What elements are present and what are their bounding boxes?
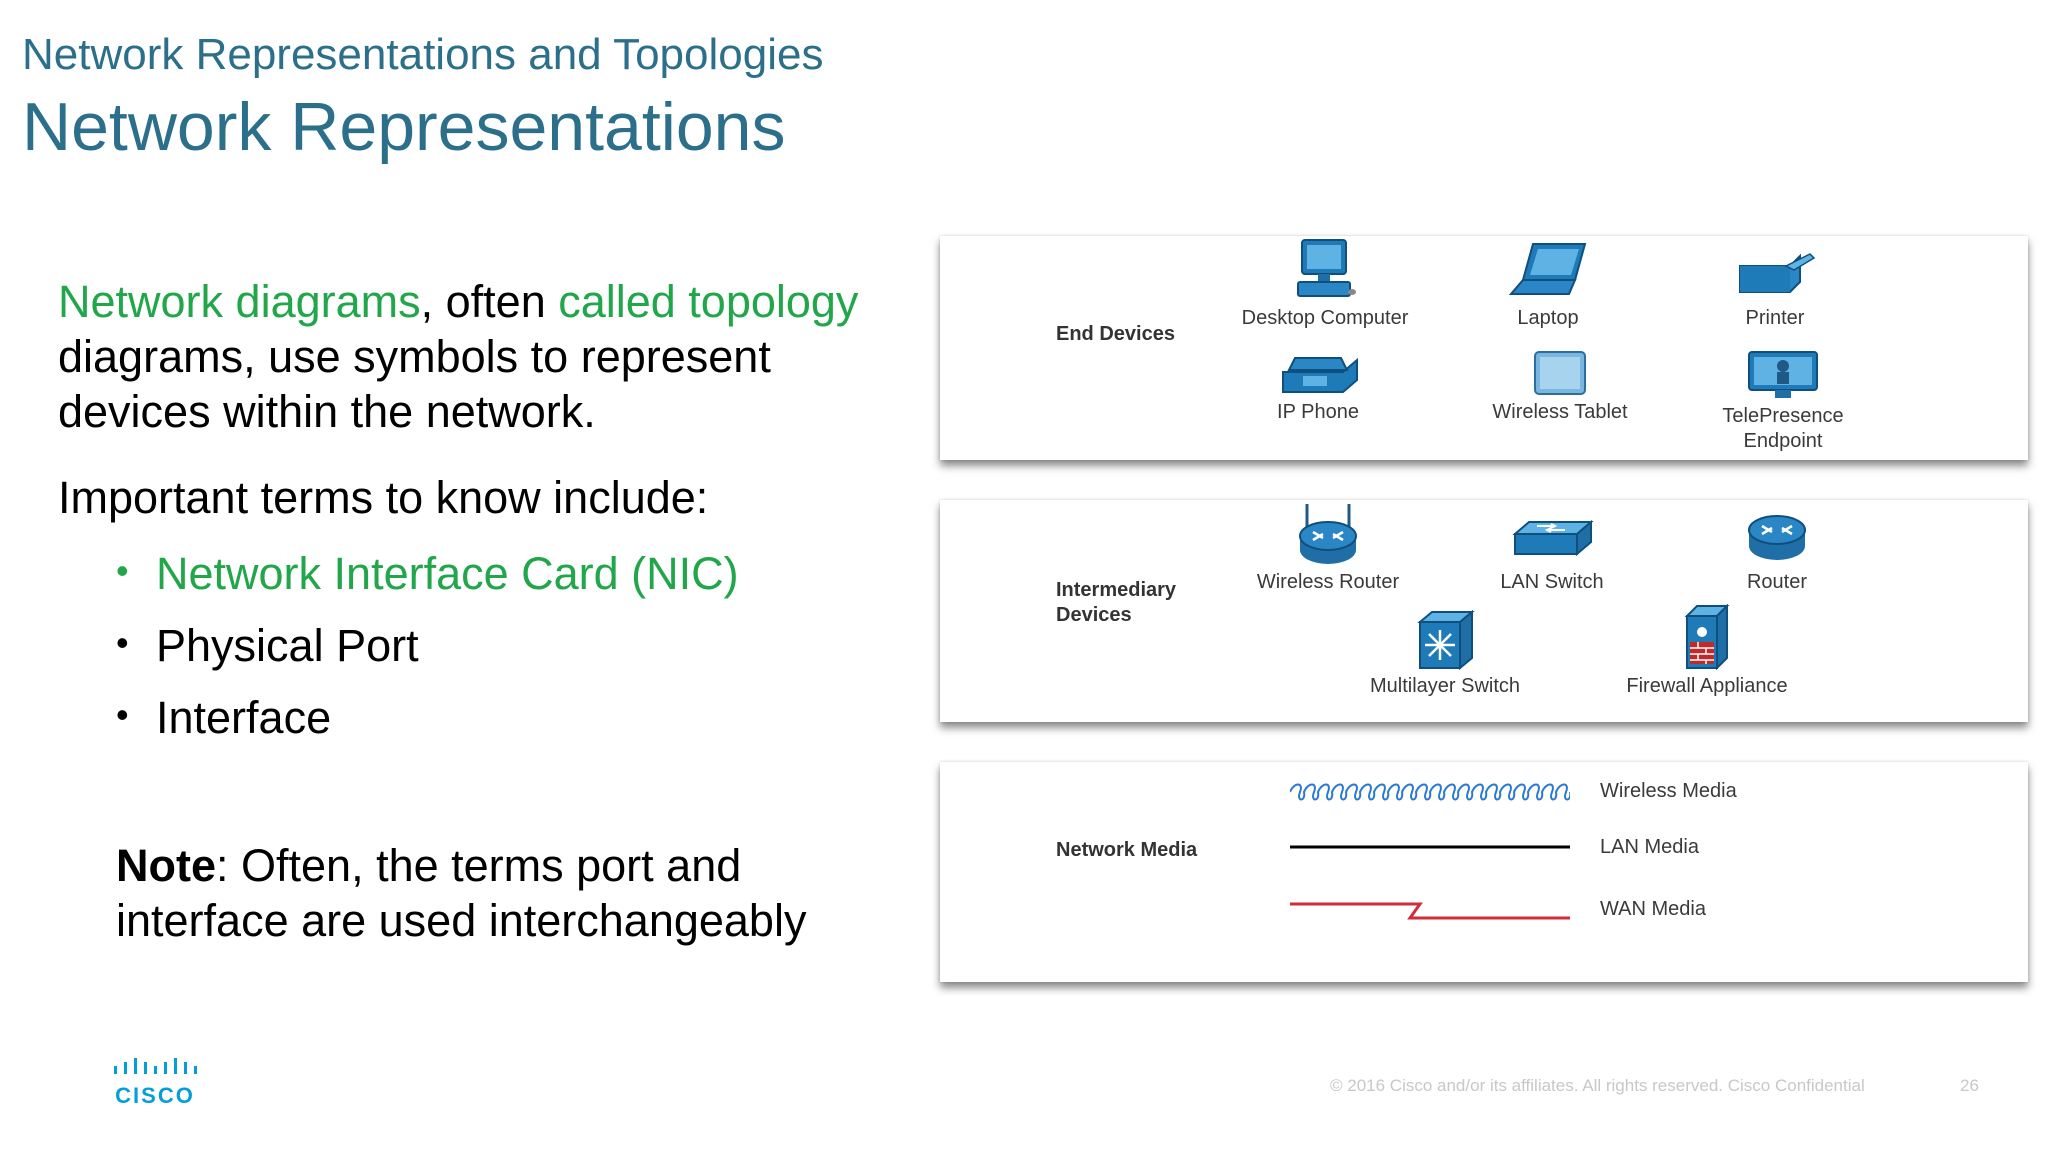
device-label: Laptop: [1517, 307, 1579, 329]
device-ip-phone: IP Phone: [1218, 350, 1418, 425]
term-label: Interface: [156, 692, 332, 743]
device-lan-switch: LAN Switch: [1452, 500, 1652, 595]
device-label: Wireless Router: [1256, 571, 1400, 593]
note-label: Note: [116, 840, 216, 891]
device-printer: Printer: [1675, 236, 1875, 331]
device-wireless-router: Wireless Router: [1228, 500, 1428, 595]
panel-label-network-media: Network Media: [1056, 839, 1198, 861]
term-label: Physical Port: [156, 620, 419, 671]
desktop-computer-icon: [1297, 239, 1356, 297]
device-firewall-appliance: Firewall Appliance: [1607, 604, 1807, 699]
device-label: Wireless Tablet: [1492, 401, 1628, 423]
panel-label-intermediary-devices: Intermediary Devices: [1056, 579, 1177, 626]
firewall-appliance-icon: [1684, 604, 1730, 671]
device-label: IP Phone: [1277, 401, 1359, 423]
device-telepresence-endpoint: TelePresence Endpoint: [1683, 350, 1883, 454]
slide-supertitle: Network Representations and Topologies: [22, 30, 824, 79]
laptop-icon: [1508, 243, 1587, 295]
device-label: LAN Switch: [1500, 571, 1604, 593]
device-label: Router: [1746, 571, 1808, 593]
page-number: 26: [1960, 1076, 1979, 1095]
intro-paragraph: Network diagrams, often called topology …: [58, 274, 918, 439]
note-paragraph: Note: Often, the terms port and interfac…: [116, 838, 916, 948]
terms-list: • Network Interface Card (NIC) • Physical …: [116, 548, 739, 764]
panel-label-end-devices: End Devices: [1056, 323, 1175, 345]
bullet-icon: •: [116, 622, 129, 663]
wireless-router-icon: [1299, 504, 1357, 564]
wan-media-line-icon: [1290, 902, 1570, 920]
telepresence-endpoint-icon: [1748, 351, 1818, 398]
cisco-bars-icon: [114, 1058, 197, 1074]
device-label: Desktop Computer: [1241, 307, 1409, 329]
list-item: • Physical Port: [116, 620, 739, 692]
list-item: • Interface: [116, 692, 739, 764]
bullet-icon: •: [116, 694, 129, 735]
lan-switch-icon: [1512, 519, 1594, 557]
list-item: • Network Interface Card (NIC): [116, 548, 739, 620]
slide-title: Network Representations: [22, 89, 786, 165]
copyright-footer: © 2016 Cisco and/or its affiliates. All …: [1330, 1076, 1865, 1095]
media-label: Wireless Media: [1600, 780, 1737, 802]
device-laptop: Laptop: [1448, 236, 1648, 331]
intermediary-devices-panel: Intermediary Devices Wireless Router LAN…: [940, 500, 2028, 722]
media-label: WAN Media: [1600, 898, 1706, 920]
device-label: Printer: [1745, 307, 1805, 329]
intro-rest-text: diagrams, use symbols to represent devic…: [58, 331, 771, 437]
device-desktop-computer: Desktop Computer: [1225, 236, 1425, 331]
terms-heading: Important terms to know include:: [58, 472, 709, 523]
device-router: Router: [1677, 500, 1877, 595]
multilayer-switch-icon: [1417, 610, 1475, 671]
cisco-wordmark: CISCO: [115, 1083, 195, 1108]
device-label: Multilayer Switch: [1369, 675, 1521, 697]
printer-icon: [1739, 253, 1816, 293]
device-multilayer-switch: Multilayer Switch: [1345, 610, 1545, 699]
wireless-tablet-icon: [1534, 351, 1586, 395]
cisco-logo: CISCO: [110, 1056, 200, 1109]
wireless-media-wave-icon: [1290, 783, 1570, 801]
device-label: Firewall Appliance: [1626, 675, 1788, 697]
device-wireless-tablet: Wireless Tablet: [1460, 350, 1660, 425]
network-media-panel: Network Media Wireless Media LAN Media W…: [940, 762, 2028, 982]
note-text: : Often, the terms port and interface ar…: [116, 840, 807, 946]
media-label: LAN Media: [1600, 836, 1699, 858]
end-devices-panel: End Devices Desktop Computer Laptop Prin…: [940, 236, 2028, 460]
ip-phone-icon: [1282, 357, 1358, 393]
intro-term-network-diagrams: Network diagrams: [58, 276, 421, 327]
device-label: TelePresence Endpoint: [1722, 405, 1844, 452]
intro-term-topology: called topology: [558, 276, 859, 327]
term-label: Network Interface Card (NIC): [156, 548, 739, 599]
router-icon: [1748, 515, 1806, 560]
intro-mid-text: , often: [420, 276, 559, 327]
lan-media-line-icon: [1290, 845, 1570, 849]
bullet-icon: •: [116, 550, 129, 591]
